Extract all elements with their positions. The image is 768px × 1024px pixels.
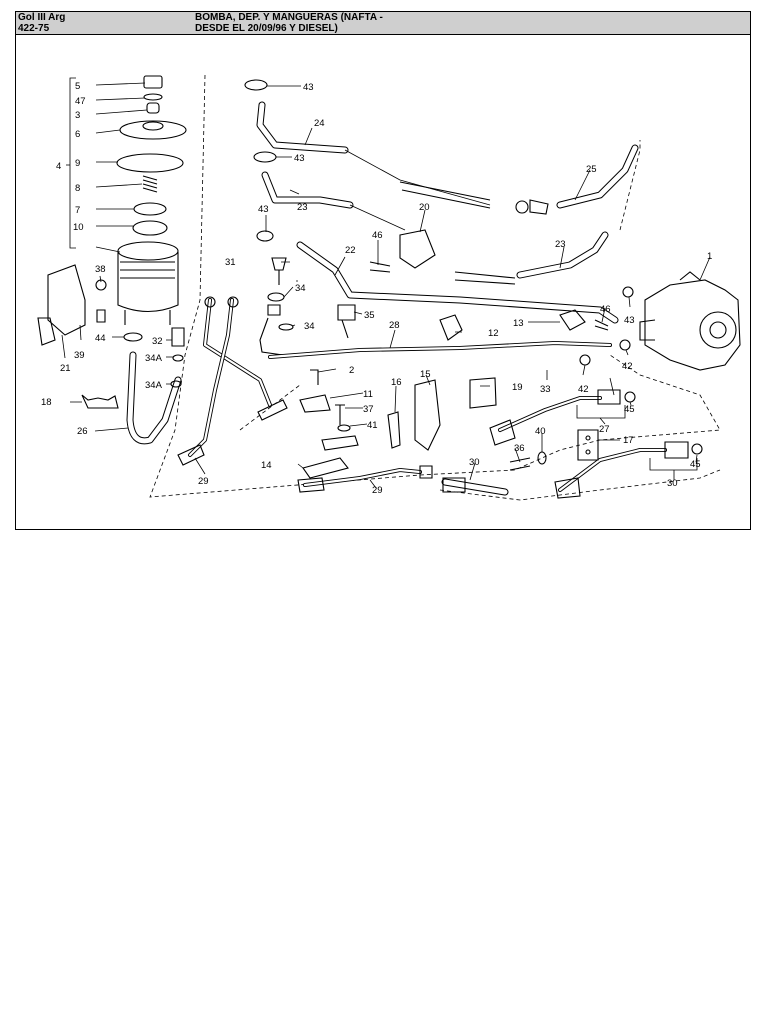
callout: 1 <box>707 251 712 262</box>
callout: 40 <box>535 426 546 437</box>
callout: 43 <box>303 82 314 93</box>
callout: 13 <box>513 318 524 329</box>
callout: 21 <box>60 363 71 374</box>
callout: 39 <box>74 350 85 361</box>
callout: 16 <box>391 377 402 388</box>
callout: 9 <box>75 158 80 169</box>
callout: 3 <box>75 110 80 121</box>
callout: 33 <box>540 384 551 395</box>
callout: 19 <box>512 382 523 393</box>
pump-1 <box>639 271 741 371</box>
callout: 11 <box>363 389 373 400</box>
callout: 17 <box>623 435 634 446</box>
callout: 8 <box>75 183 80 194</box>
callout: 22 <box>345 245 356 256</box>
callout: 43 <box>624 315 635 326</box>
sheet-header: Gol III Arg 422-75 BOMBA, DEP. Y MANGUER… <box>16 12 750 35</box>
header-title-cell: BOMBA, DEP. Y MANGUERAS (NAFTA - DESDE E… <box>195 12 383 34</box>
callout: 12 <box>488 328 499 339</box>
callout: 42 <box>622 361 633 372</box>
callout: 46 <box>372 230 383 241</box>
callout: 30 <box>469 457 480 468</box>
callout: 24 <box>314 118 325 129</box>
callout: 7 <box>75 205 80 216</box>
callout: 25 <box>586 164 597 175</box>
callout: 45 <box>624 404 635 415</box>
callout: 30 <box>667 478 678 489</box>
callout: 26 <box>77 426 88 437</box>
callout: 2 <box>349 365 354 376</box>
callout: 32 <box>152 336 163 347</box>
title-line-2: DESDE EL 20/09/96 Y DIESEL) <box>195 22 338 34</box>
callout: 45 <box>690 459 701 470</box>
callout: 42 <box>578 384 589 395</box>
callout-labels: 5 47 3 6 4 9 8 7 10 38 21 39 44 32 34A 3… <box>41 81 712 496</box>
title-line-1: BOMBA, DEP. Y MANGUERAS (NAFTA - <box>195 12 383 23</box>
callout: 29 <box>372 485 383 496</box>
header-model-cell: Gol III Arg 422-75 <box>18 12 66 34</box>
callout: 35 <box>364 310 375 321</box>
callout: 41 <box>367 420 378 431</box>
callout: 38 <box>95 264 106 275</box>
hose-26 <box>126 351 182 445</box>
callout: 6 <box>75 129 80 140</box>
callout: 18 <box>41 397 52 408</box>
callout: 15 <box>420 369 431 380</box>
callout: 31 <box>225 257 236 268</box>
callout: 5 <box>75 81 80 92</box>
diagram-code: 422-75 <box>18 22 50 34</box>
callout: 14 <box>261 460 272 471</box>
parts-sheet: Gol III Arg 422-75 BOMBA, DEP. Y MANGUER… <box>15 11 751 530</box>
callout: 43 <box>294 153 305 164</box>
callout: 10 <box>73 222 84 233</box>
callout: 4 <box>56 161 61 172</box>
callout: 23 <box>297 202 308 213</box>
callout: 29 <box>198 476 209 487</box>
callout: 34 <box>295 283 306 294</box>
callout: 44 <box>95 333 106 344</box>
callout: 20 <box>419 202 430 213</box>
callout: 46 <box>600 304 611 315</box>
callout: 34A <box>145 353 163 364</box>
callout: 34A <box>145 380 163 391</box>
callout: 34 <box>304 321 315 332</box>
model-name: Gol III Arg <box>18 12 66 23</box>
callout: 47 <box>75 96 86 107</box>
callout: 27 <box>599 424 610 435</box>
callout: 36 <box>514 443 525 454</box>
callout: 37 <box>363 404 374 415</box>
callout: 28 <box>389 320 400 331</box>
reservoir-assembly <box>116 75 187 325</box>
callout: 43 <box>258 204 269 215</box>
callout: 23 <box>555 239 566 250</box>
